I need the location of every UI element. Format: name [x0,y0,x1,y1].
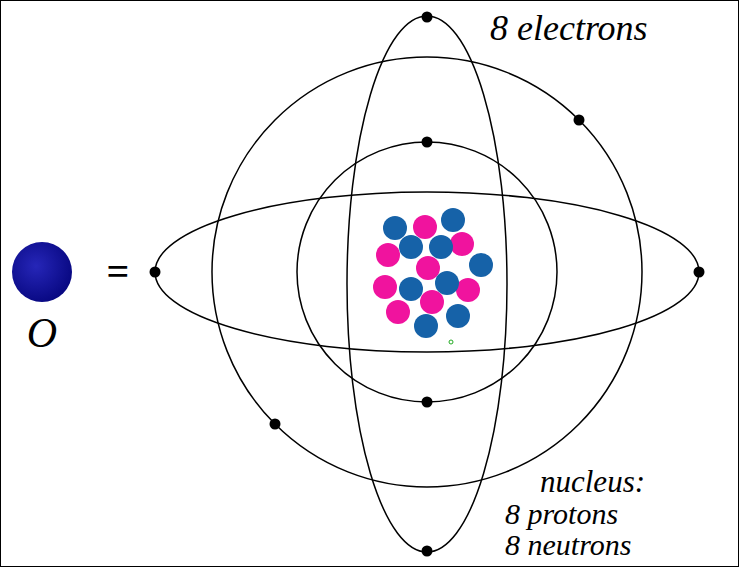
electron [150,267,161,278]
proton [413,215,437,239]
orbit [347,16,507,552]
proton [373,275,397,299]
proton [420,290,444,314]
electron [422,12,433,23]
proton [456,278,480,302]
electron [694,267,705,278]
neutron [469,253,493,277]
electron [422,137,433,148]
orbit [297,142,557,402]
proton-count: 8 protons [505,499,618,529]
neutrons [383,208,493,338]
marker-dot [449,340,453,344]
neutron [383,216,407,240]
electron [270,419,281,430]
proton [386,300,410,324]
neutron [429,235,453,259]
neutron [441,208,465,232]
atom-symbol-ball [12,242,72,302]
orbit [212,57,642,487]
nucleus [373,208,493,344]
neutron [414,314,438,338]
proton [416,256,440,280]
equals-sign: = [107,252,130,292]
orbit [155,192,699,352]
electron-count: 8 electrons [490,10,648,46]
electron [422,397,433,408]
electron-orbits [155,16,699,552]
neutron [446,304,470,328]
neutron-count: 8 neutrons [505,530,631,560]
electrons [150,12,705,557]
neutron [435,271,459,295]
neutron [399,235,423,259]
electron [422,546,433,557]
neutron [399,277,423,301]
element-symbol: O [27,312,57,354]
proton [376,243,400,267]
electron [574,115,585,126]
proton [450,232,474,256]
nucleus-label: nucleus: [540,466,645,497]
